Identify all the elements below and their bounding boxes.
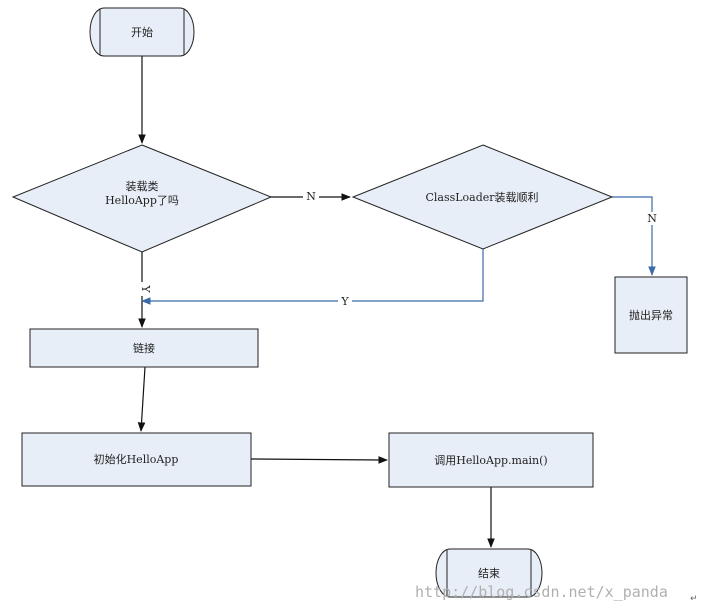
throw-exception-label: 抛出异常: [629, 308, 673, 322]
decision-classloader-label: ClassLoader装载顺利: [425, 191, 538, 204]
svg-text:Y: Y: [139, 284, 152, 293]
edge-init-to-call-main: [250, 456, 388, 464]
edge-label-loaded-yes: Y: [136, 282, 152, 296]
edge-label-classloader-yes: Y: [338, 294, 352, 308]
return-mark-icon: ↵: [690, 594, 698, 604]
link-label: 链接: [133, 341, 155, 355]
decision-loaded-helloapp: 装载类 HelloApp了吗: [11, 144, 273, 253]
svg-text:Y: Y: [340, 295, 349, 308]
svg-text:N: N: [306, 190, 316, 203]
edge-label-classloader-no: N: [645, 212, 659, 225]
watermark-text: http://blog.csdn.net/x_panda: [415, 583, 668, 601]
call-main-node: 调用HelloApp.main(): [388, 432, 594, 488]
end-node: 结束: [435, 548, 543, 598]
end-label: 结束: [478, 567, 500, 580]
decision-loaded-label-line1: 装载类: [126, 179, 159, 193]
init-label: 初始化HelloApp: [94, 452, 179, 466]
decision-classloader-success: ClassLoader装载顺利: [351, 144, 614, 250]
start-label: 开始: [131, 25, 153, 39]
edge-link-to-init: [137, 366, 146, 432]
svg-text:N: N: [647, 212, 657, 225]
edge-classloader-no-to-throw: [612, 196, 656, 276]
start-node: 开始: [89, 7, 195, 57]
call-main-label: 调用HelloApp.main(): [434, 454, 547, 467]
edge-label-loaded-no: N: [303, 190, 319, 203]
decision-loaded-label-line2: HelloApp了吗: [105, 194, 179, 207]
edge-classloader-yes-to-link: [141, 248, 484, 305]
link-node: 链接: [29, 328, 259, 368]
throw-exception-node: 抛出异常: [614, 276, 688, 354]
init-node: 初始化HelloApp: [21, 432, 252, 487]
